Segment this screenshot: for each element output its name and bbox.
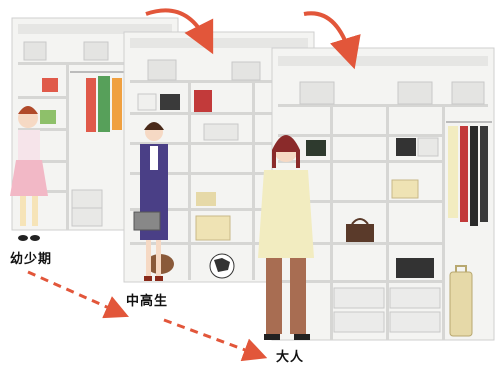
adult-figure [258, 135, 314, 340]
teen-figure [133, 122, 168, 281]
stage-label-teen: 中高生 [126, 294, 169, 309]
child-figure [10, 106, 48, 241]
dashed-arrow-1 [27, 270, 129, 319]
curved-arrow-2 [303, 11, 361, 70]
stage-label-child: 幼少期 [10, 252, 53, 267]
stage-label-adult: 大人 [276, 350, 305, 365]
dashed-arrow-2 [163, 318, 268, 362]
curved-arrow-1 [145, 8, 214, 55]
